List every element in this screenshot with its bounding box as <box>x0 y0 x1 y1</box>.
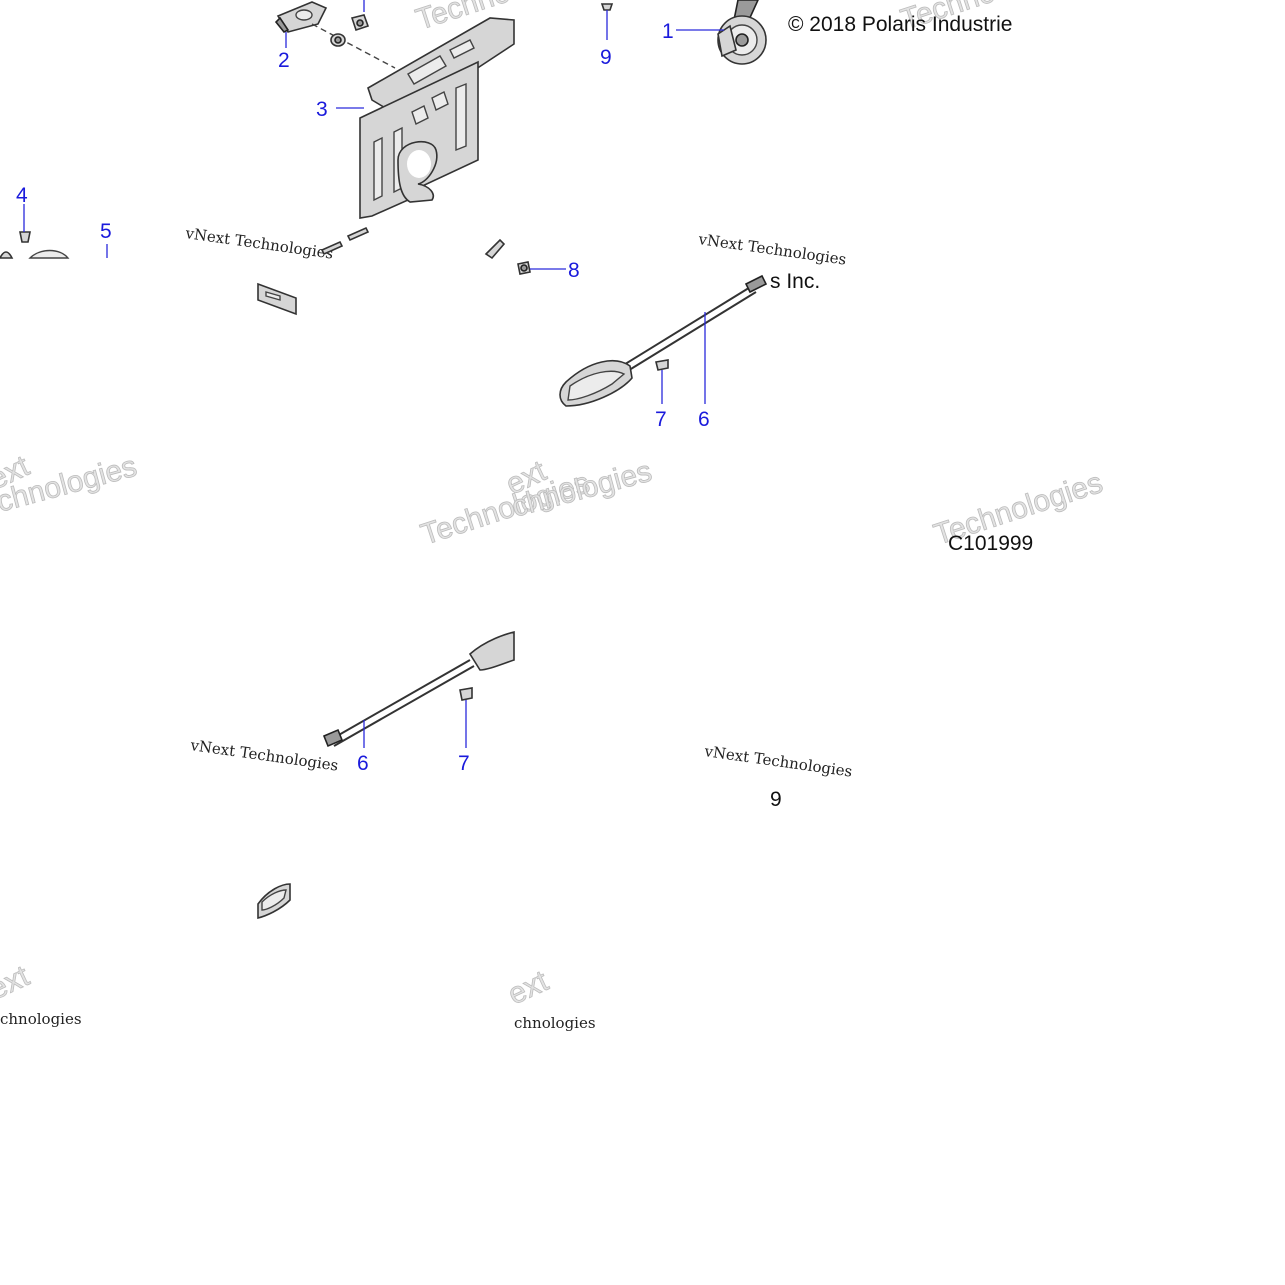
callout-7a: 7 <box>655 408 667 431</box>
figure-id: C101999 <box>948 532 1033 555</box>
part-6-turn-signal-lower <box>322 630 515 748</box>
part-4-screw <box>19 231 31 243</box>
spacer <box>330 33 346 47</box>
callout-9: 9 <box>600 46 612 69</box>
callout-1: 1 <box>662 20 674 43</box>
watermark-serif-3: vNext Technologies <box>188 736 339 775</box>
plate-strip <box>257 282 297 316</box>
nut <box>350 14 370 32</box>
watermarks: Technologies Technologies Technologies T… <box>0 0 1107 1012</box>
part-7-screw-lower <box>459 687 473 701</box>
watermark-fragment-center: chnologies <box>514 1014 596 1032</box>
watermark-tile-2: vNext Technologies <box>696 230 847 269</box>
watermark-bottom-left-ext: ext <box>0 959 35 1006</box>
callout-4: 4 <box>16 184 28 207</box>
callout-2: 2 <box>278 49 290 72</box>
part-1-horn <box>717 0 767 65</box>
watermark-tile-1: vNext Technologies <box>183 224 334 263</box>
watermark-fragment-left: chnologies <box>0 1010 82 1028</box>
part-7-screw-upper <box>655 359 669 371</box>
callout-3: 3 <box>316 98 328 121</box>
callout-6b: 6 <box>357 752 369 775</box>
watermark-bottom-center-ext: ext <box>503 964 554 1011</box>
callout-6a: 6 <box>698 408 710 431</box>
watermark-serif-1: vNext Technologies <box>183 224 334 263</box>
watermark-serif-4: vNext Technologies <box>702 742 853 781</box>
bracket-tab <box>484 238 506 260</box>
bracket-bolts <box>320 226 370 256</box>
part-8-nut <box>517 261 531 275</box>
part-5-lens <box>0 249 70 259</box>
copyright-fragment: s Inc. <box>770 270 820 293</box>
stray-label: 9 <box>770 788 782 811</box>
callout-5: 5 <box>100 220 112 243</box>
lens-fragment-lower <box>257 883 291 920</box>
part-3-bracket <box>359 17 515 219</box>
callout-7b: 7 <box>458 752 470 775</box>
part-2-bumper <box>274 1 328 34</box>
part-6-turn-signal-upper <box>559 274 768 407</box>
watermark-serif-2: vNext Technologies <box>696 230 847 269</box>
copyright-text: © 2018 Polaris Industrie <box>788 13 1012 36</box>
part-9-screw <box>600 3 614 11</box>
watermark-tile-4: vNext Technologies <box>702 742 853 781</box>
callout-8: 8 <box>568 259 580 282</box>
watermark-tile-3: vNext Technologies <box>188 736 339 775</box>
